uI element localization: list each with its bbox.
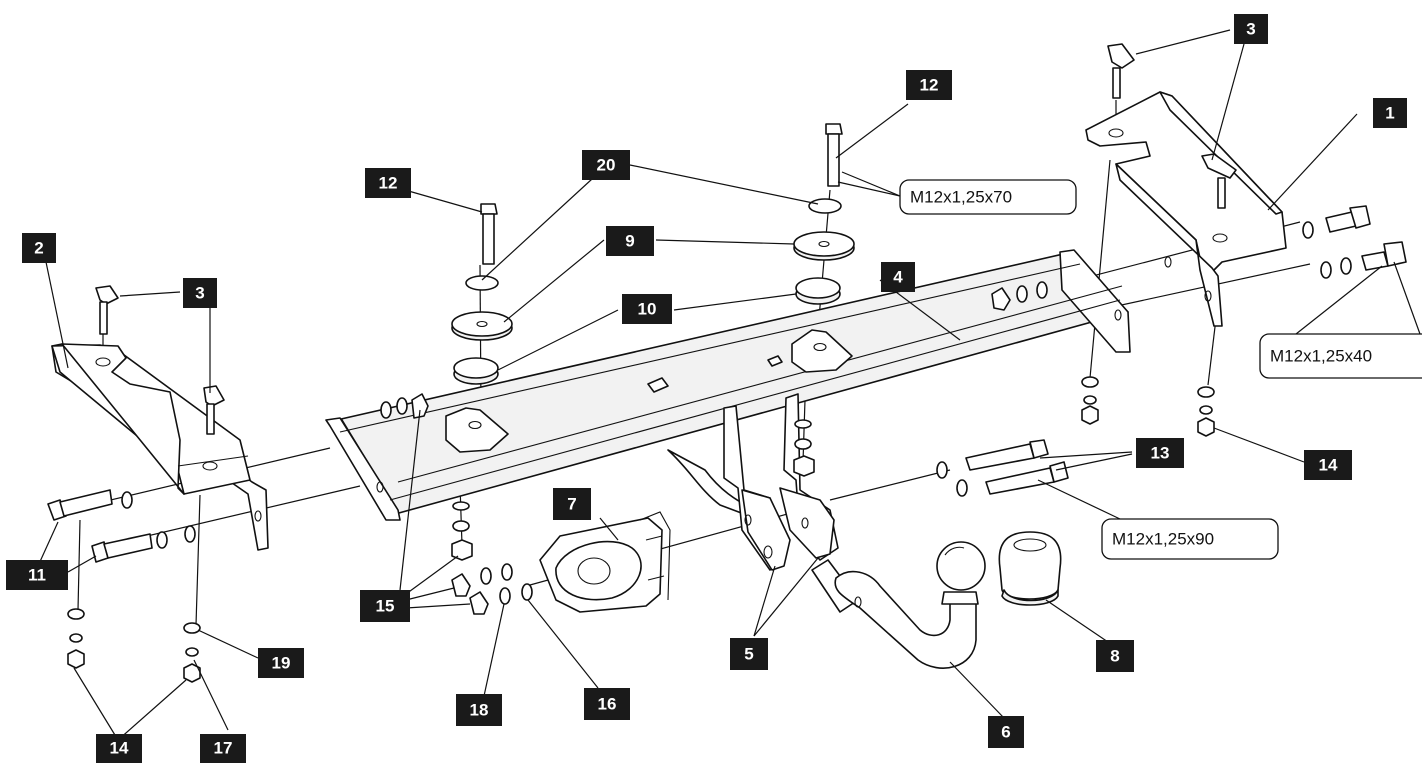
part-tag-11: 11 (6, 560, 68, 590)
svg-text:19: 19 (272, 654, 291, 673)
svg-text:14: 14 (1319, 456, 1338, 475)
svg-text:7: 7 (567, 495, 576, 514)
svg-text:M12x1,25x70: M12x1,25x70 (910, 188, 1012, 207)
part-tag-19: 19 (258, 648, 304, 678)
svg-text:15: 15 (376, 597, 395, 616)
washers-and-nuts (67, 198, 1352, 683)
svg-text:1: 1 (1385, 104, 1394, 123)
part-tag-17: 17 (200, 734, 246, 763)
part-tag-18: 18 (456, 694, 502, 726)
svg-text:9: 9 (625, 232, 634, 251)
part-tag-2: 2 (22, 233, 56, 263)
part-tag-20: 20 (582, 150, 630, 180)
svg-text:4: 4 (893, 268, 903, 287)
spec-callout-m12-90: M12x1,25x90 (1101, 518, 1279, 560)
part-tag-15: 15 (360, 590, 410, 622)
part-tag-1: 1 (1373, 98, 1407, 128)
svg-text:18: 18 (470, 701, 489, 720)
spec-callout-m12-40: M12x1,25x40 (1259, 333, 1422, 379)
svg-text:2: 2 (34, 239, 43, 258)
cross-beam (325, 249, 1172, 521)
beam-mounting-plates (445, 329, 853, 453)
part-tag-7: 7 (553, 488, 591, 520)
part-tag-8: 8 (1096, 640, 1134, 672)
svg-text:6: 6 (1001, 723, 1010, 742)
part-tag-10: 10 (622, 294, 672, 324)
svg-text:5: 5 (744, 645, 753, 664)
svg-text:M12x1,25x90: M12x1,25x90 (1112, 530, 1214, 549)
part-tag-6: 6 (988, 716, 1024, 748)
tow-ball-arm (811, 541, 986, 669)
svg-text:3: 3 (1246, 20, 1255, 39)
leader-lines (37, 29, 1421, 741)
ball-mount-plates (667, 393, 839, 571)
svg-text:13: 13 (1151, 444, 1170, 463)
bolts (47, 43, 1407, 563)
part-tag-13: 13 (1136, 438, 1184, 468)
svg-text:12: 12 (920, 76, 939, 95)
part-tag-16: 16 (584, 688, 630, 720)
part-tag-9: 9 (606, 226, 654, 256)
svg-text:20: 20 (597, 156, 616, 175)
svg-text:3: 3 (195, 284, 204, 303)
part-tag-14-left: 14 (96, 734, 142, 763)
svg-text:M12x1,25x40: M12x1,25x40 (1270, 347, 1372, 366)
part-tag-4: 4 (881, 262, 915, 292)
part-tag-14-right: 14 (1304, 450, 1352, 480)
svg-text:10: 10 (638, 300, 657, 319)
svg-text:14: 14 (110, 739, 129, 758)
svg-text:12: 12 (379, 174, 398, 193)
ball-cover (998, 531, 1062, 606)
svg-text:17: 17 (214, 739, 233, 758)
left-bracket (51, 343, 269, 551)
part-tag-12-left: 12 (365, 168, 411, 198)
socket-plate (539, 511, 671, 613)
part-tag-5: 5 (730, 638, 768, 670)
svg-text:8: 8 (1110, 647, 1119, 666)
part-tag-3-left: 3 (183, 278, 217, 308)
spec-callout-m12-70: M12x1,25x70 (899, 179, 1077, 215)
svg-text:16: 16 (598, 695, 617, 714)
right-bracket (1085, 91, 1287, 327)
svg-text:11: 11 (28, 566, 46, 585)
part-tag-3-right: 3 (1234, 14, 1268, 44)
part-tag-12-right: 12 (906, 70, 952, 100)
